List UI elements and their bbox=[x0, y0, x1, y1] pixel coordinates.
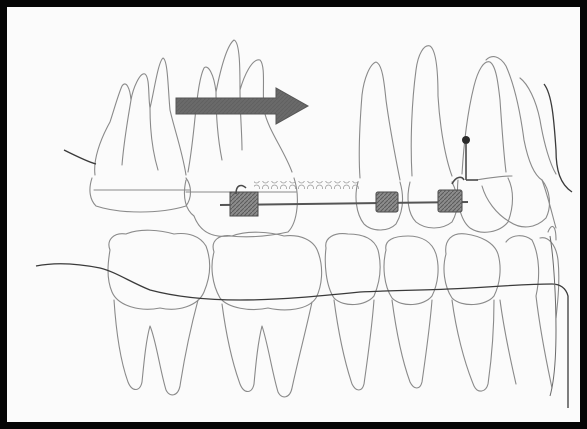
lower-incisor-gum-line bbox=[550, 236, 556, 396]
lower-molar-second bbox=[212, 232, 322, 397]
lower-gum-line bbox=[36, 264, 568, 408]
upper-incisor-gum-line bbox=[544, 84, 572, 192]
lower-premolar-2 bbox=[384, 236, 438, 388]
power-arm-hook bbox=[452, 136, 478, 184]
premolar-bracket-2 bbox=[438, 190, 462, 212]
upper-gum-line bbox=[64, 150, 96, 164]
upper-molar-left bbox=[90, 58, 191, 212]
elastic-chain bbox=[254, 181, 360, 189]
lower-premolar-1 bbox=[325, 234, 380, 390]
molar-tube-bracket bbox=[230, 186, 258, 216]
lower-canine bbox=[444, 234, 500, 391]
lower-incisors bbox=[500, 226, 559, 388]
lower-molar-left bbox=[108, 230, 210, 395]
direction-arrow bbox=[176, 88, 308, 124]
premolar-bracket-1 bbox=[376, 192, 398, 212]
